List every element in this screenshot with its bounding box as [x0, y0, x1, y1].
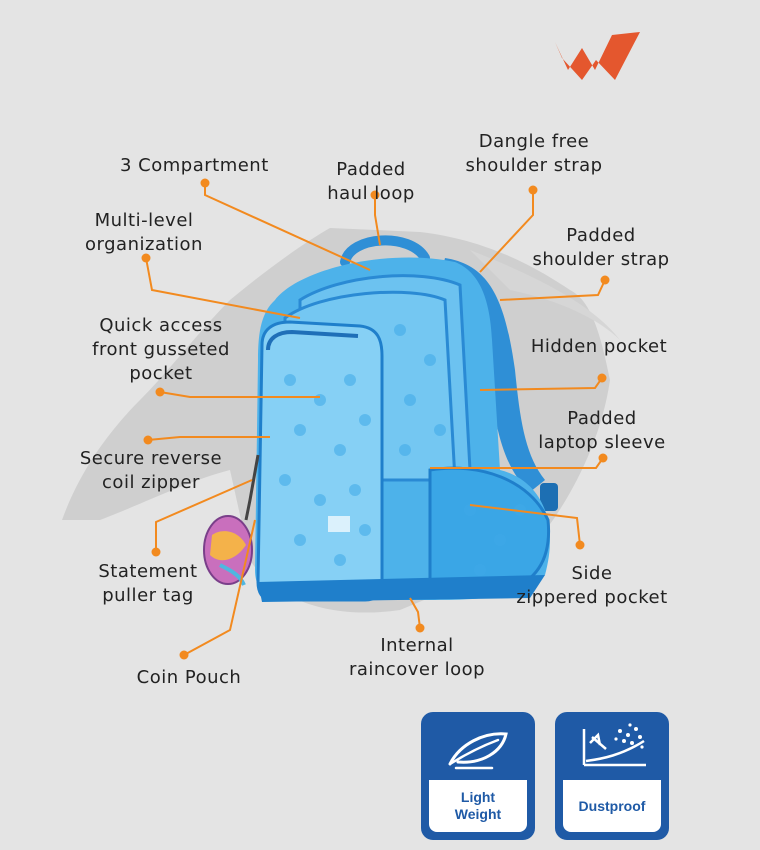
dust-icon — [582, 723, 646, 767]
feather-icon — [448, 732, 508, 770]
badge-dustproof: Dustproof — [555, 712, 669, 840]
label-coin-pouch: Coin Pouch — [136, 667, 242, 688]
haul-loop — [340, 235, 430, 267]
brand-logo — [555, 32, 640, 80]
badge-label: Dustproof — [563, 780, 661, 832]
label-3-compartment: 3 Compartment — [120, 155, 269, 176]
label-hidden-pocket: Hidden pocket — [530, 336, 668, 357]
front-pocket — [256, 320, 384, 602]
